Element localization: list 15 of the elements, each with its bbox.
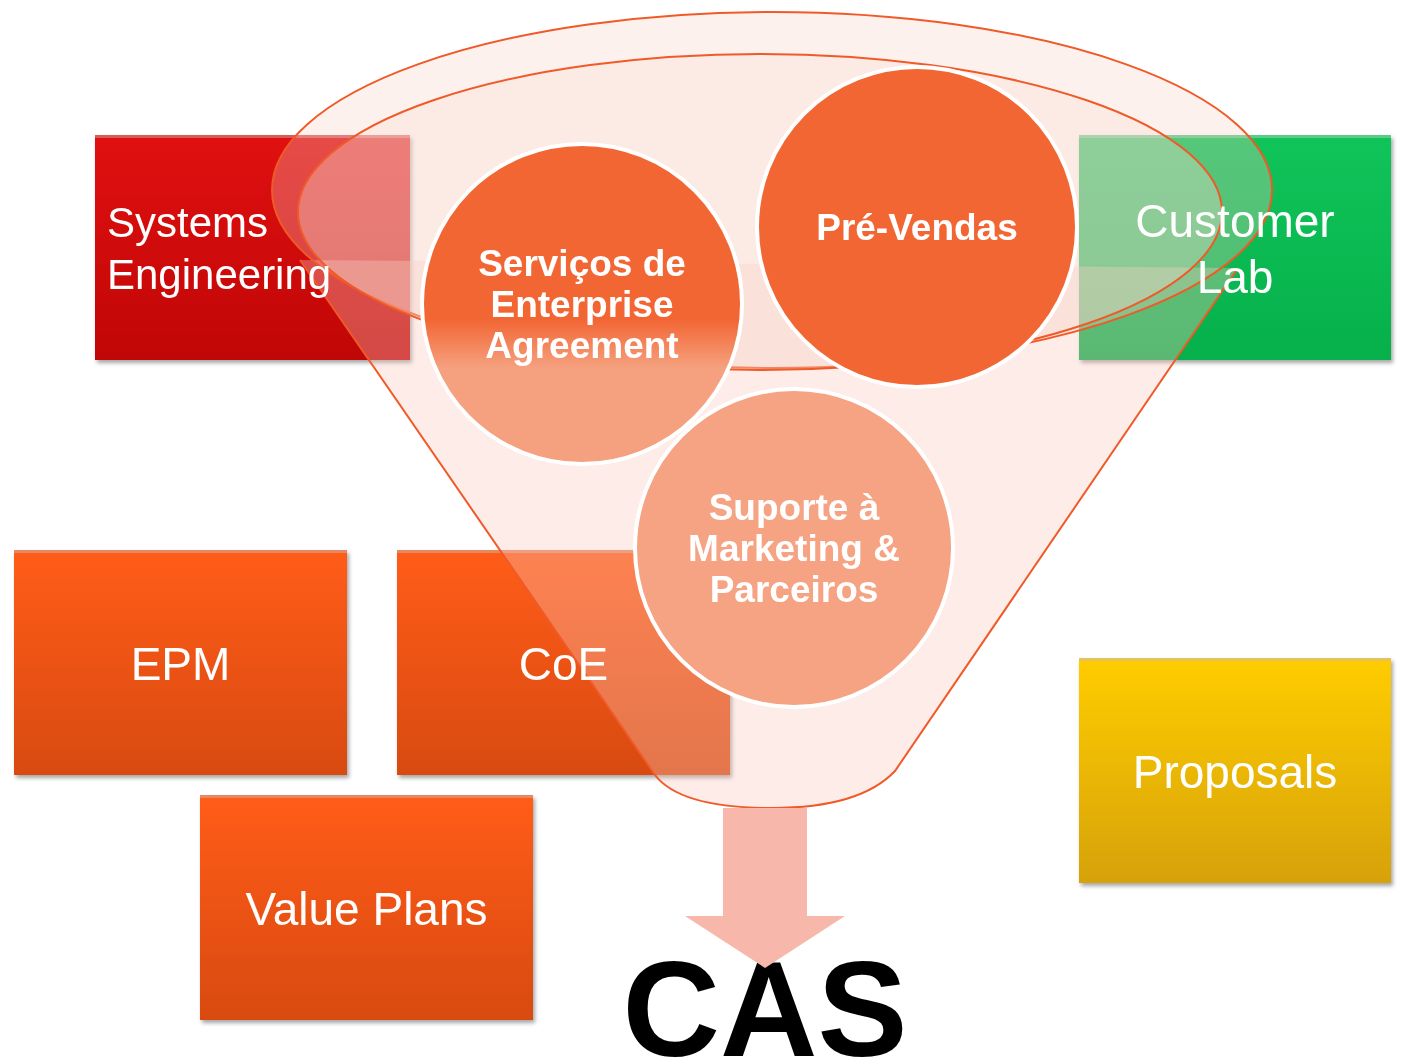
node-text: CoE — [517, 637, 610, 692]
node-text: EPM — [129, 637, 232, 692]
process-box — [95, 135, 410, 360]
block-arrow — [685, 808, 845, 968]
process-box — [1079, 135, 1391, 360]
node-text: Value Plans — [244, 882, 489, 937]
process-box — [1079, 658, 1391, 883]
node-text: Pré-Vendas — [815, 206, 1019, 248]
node-text: Serviços de Enterprise Agreement — [477, 242, 687, 366]
node-text: Systems Engineering — [107, 198, 333, 300]
process-box — [14, 550, 347, 775]
node-text: Suporte à Marketing & Parceiros — [687, 486, 901, 610]
node-text: Proposals — [1131, 745, 1339, 800]
process-box — [200, 795, 533, 1020]
result-text: CAS — [622, 960, 908, 1060]
